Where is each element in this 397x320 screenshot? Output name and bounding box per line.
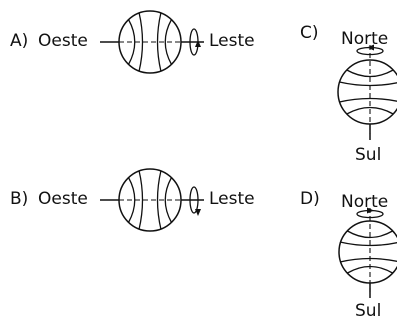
option-c-parallel (346, 106, 394, 115)
option-d-parallel (339, 257, 397, 263)
option-d-parallel (339, 241, 397, 247)
option-d-globe-outline (338, 220, 397, 284)
option-c-north-label: Norte (341, 29, 388, 49)
option-b-west-label: Oeste (38, 189, 88, 209)
option-a-meridian (127, 19, 136, 65)
option-a-letter: A) (10, 31, 28, 51)
option-d-south-label: Sul (355, 301, 381, 320)
option-a-meridian (156, 12, 162, 72)
option-c-parallel (346, 69, 394, 78)
option-b-rotation-arrow-down (195, 209, 201, 216)
option-a-east-label: Leste (209, 31, 255, 51)
option-b-globe (100, 168, 204, 232)
option-d-letter: D) (300, 189, 320, 209)
option-b-meridian (156, 170, 162, 230)
option-c-south-label: Sul (355, 145, 381, 165)
option-b-meridian (138, 170, 144, 230)
option-d-parallel (347, 265, 393, 274)
option-b-meridian (127, 177, 136, 223)
option-d: D) Norte Sul (300, 189, 397, 320)
option-a-meridian (138, 12, 144, 72)
option-a-west-label: Oeste (38, 31, 88, 51)
option-c-globe-outline (337, 59, 397, 125)
option-d-parallel (347, 230, 393, 239)
option-d-globe (338, 207, 397, 298)
option-b-rotation-loop (189, 186, 199, 214)
option-c-parallel (339, 97, 397, 103)
option-c-globe (337, 44, 397, 140)
option-b-meridian (164, 177, 173, 223)
option-d-north-label: Norte (341, 192, 388, 212)
option-c-letter: C) (300, 23, 319, 43)
option-a-globe (100, 10, 204, 74)
option-a-rotation-arrow-up (195, 40, 201, 47)
option-c-parallel (339, 81, 397, 87)
option-b-letter: B) (10, 189, 28, 209)
option-b-east-label: Leste (209, 189, 255, 209)
option-a: A) Oeste Leste (10, 10, 255, 74)
option-c: C) Norte Sul (300, 23, 397, 165)
option-b: B) Oeste Leste (10, 168, 255, 232)
option-a-meridian (164, 19, 173, 65)
